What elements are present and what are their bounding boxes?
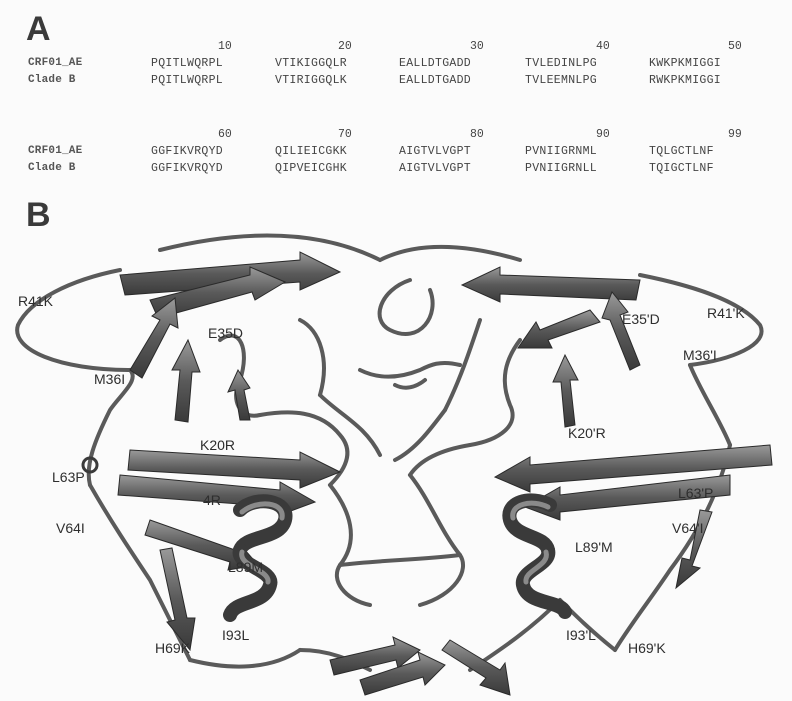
mutation-label: V64'I bbox=[672, 520, 703, 536]
sequence-segment: RWKPKMIGGI bbox=[649, 74, 721, 87]
sequence-segment: TQIGCTLNF bbox=[649, 162, 714, 175]
mutation-label: I93'L bbox=[566, 627, 596, 643]
position-number: 90 bbox=[596, 128, 610, 141]
position-number: 10 bbox=[218, 40, 232, 53]
mutation-label: L89M bbox=[228, 559, 263, 575]
position-number: 50 bbox=[728, 40, 742, 53]
mutation-label: R41'K bbox=[707, 305, 745, 321]
sequence-segment: VTIRIGGQLK bbox=[275, 74, 347, 87]
sequence-segment: PVNIIGRNLL bbox=[525, 162, 597, 175]
mutation-label: M36'I bbox=[683, 347, 717, 363]
position-number: 60 bbox=[218, 128, 232, 141]
panel-a-label: A bbox=[26, 10, 51, 49]
mutation-label: E35'D bbox=[622, 311, 660, 327]
sequence-label: Clade B bbox=[28, 74, 76, 86]
mutation-label: V64I bbox=[56, 520, 85, 536]
sequence-segment: GGFIKVRQYD bbox=[151, 145, 223, 158]
sequence-segment: TQLGCTLNF bbox=[649, 145, 714, 158]
mutation-label-partial: 4R bbox=[203, 492, 221, 508]
beta-strands bbox=[118, 252, 772, 695]
mutation-label: E35D bbox=[208, 325, 243, 341]
sequence-segment: PVNIIGRNML bbox=[525, 145, 597, 158]
sequence-segment: PQITLWQRPL bbox=[151, 74, 223, 87]
sequence-segment: QILIEICGKK bbox=[275, 145, 347, 158]
position-number: 99 bbox=[728, 128, 742, 141]
sequence-segment: TVLEEMNLPG bbox=[525, 74, 597, 87]
coil-backbone bbox=[17, 236, 761, 670]
sequence-row-clade-b: Clade B PQITLWQRPL VTIRIGGQLK EALLDTGADD… bbox=[28, 74, 788, 88]
sequence-row-crf01-ae: CRF01_AE GGFIKVRQYD QILIEICGKK AIGTVLVGP… bbox=[28, 145, 788, 159]
sequence-row-crf01-ae: CRF01_AE PQITLWQRPL VTIKIGGQLR EALLDTGAD… bbox=[28, 57, 788, 71]
sequence-segment: AIGTVLVGPT bbox=[399, 145, 471, 158]
sequence-segment: PQITLWQRPL bbox=[151, 57, 223, 70]
mutation-label: R41K bbox=[18, 293, 54, 309]
position-number: 40 bbox=[596, 40, 610, 53]
alpha-helices bbox=[230, 500, 565, 615]
protease-ribbon-structure: R41K E35D M36I K20R L63P V64I L89M H69K … bbox=[0, 220, 792, 701]
position-number: 30 bbox=[470, 40, 484, 53]
sequence-segment: QIPVEICGHK bbox=[275, 162, 347, 175]
position-number: 70 bbox=[338, 128, 352, 141]
sequence-segment: VTIKIGGQLR bbox=[275, 57, 347, 70]
mutation-label: H69'K bbox=[628, 640, 666, 656]
mutation-label: H69K bbox=[155, 640, 191, 656]
mutation-label: L63'P bbox=[678, 485, 713, 501]
mutation-label: K20'R bbox=[568, 425, 606, 441]
position-number: 80 bbox=[470, 128, 484, 141]
sequence-label: CRF01_AE bbox=[28, 57, 82, 69]
position-number: 20 bbox=[338, 40, 352, 53]
mutation-label: L89'M bbox=[575, 539, 613, 555]
mutation-label: K20R bbox=[200, 437, 235, 453]
sequence-segment: EALLDTGADD bbox=[399, 57, 471, 70]
sequence-segment: TVLEDINLPG bbox=[525, 57, 597, 70]
mutation-label: M36I bbox=[94, 371, 125, 387]
mutation-label: I93L bbox=[222, 627, 249, 643]
sequence-label: Clade B bbox=[28, 162, 76, 174]
sequence-segment: GGFIKVRQYD bbox=[151, 162, 223, 175]
sequence-label: CRF01_AE bbox=[28, 145, 82, 157]
sequence-segment: KWKPKMIGGI bbox=[649, 57, 721, 70]
sequence-segment: EALLDTGADD bbox=[399, 74, 471, 87]
mutation-label: L63P bbox=[52, 469, 85, 485]
sequence-row-clade-b: Clade B GGFIKVRQYD QIPVEICGHK AIGTVLVGPT… bbox=[28, 162, 788, 176]
sequence-segment: AIGTVLVGPT bbox=[399, 162, 471, 175]
